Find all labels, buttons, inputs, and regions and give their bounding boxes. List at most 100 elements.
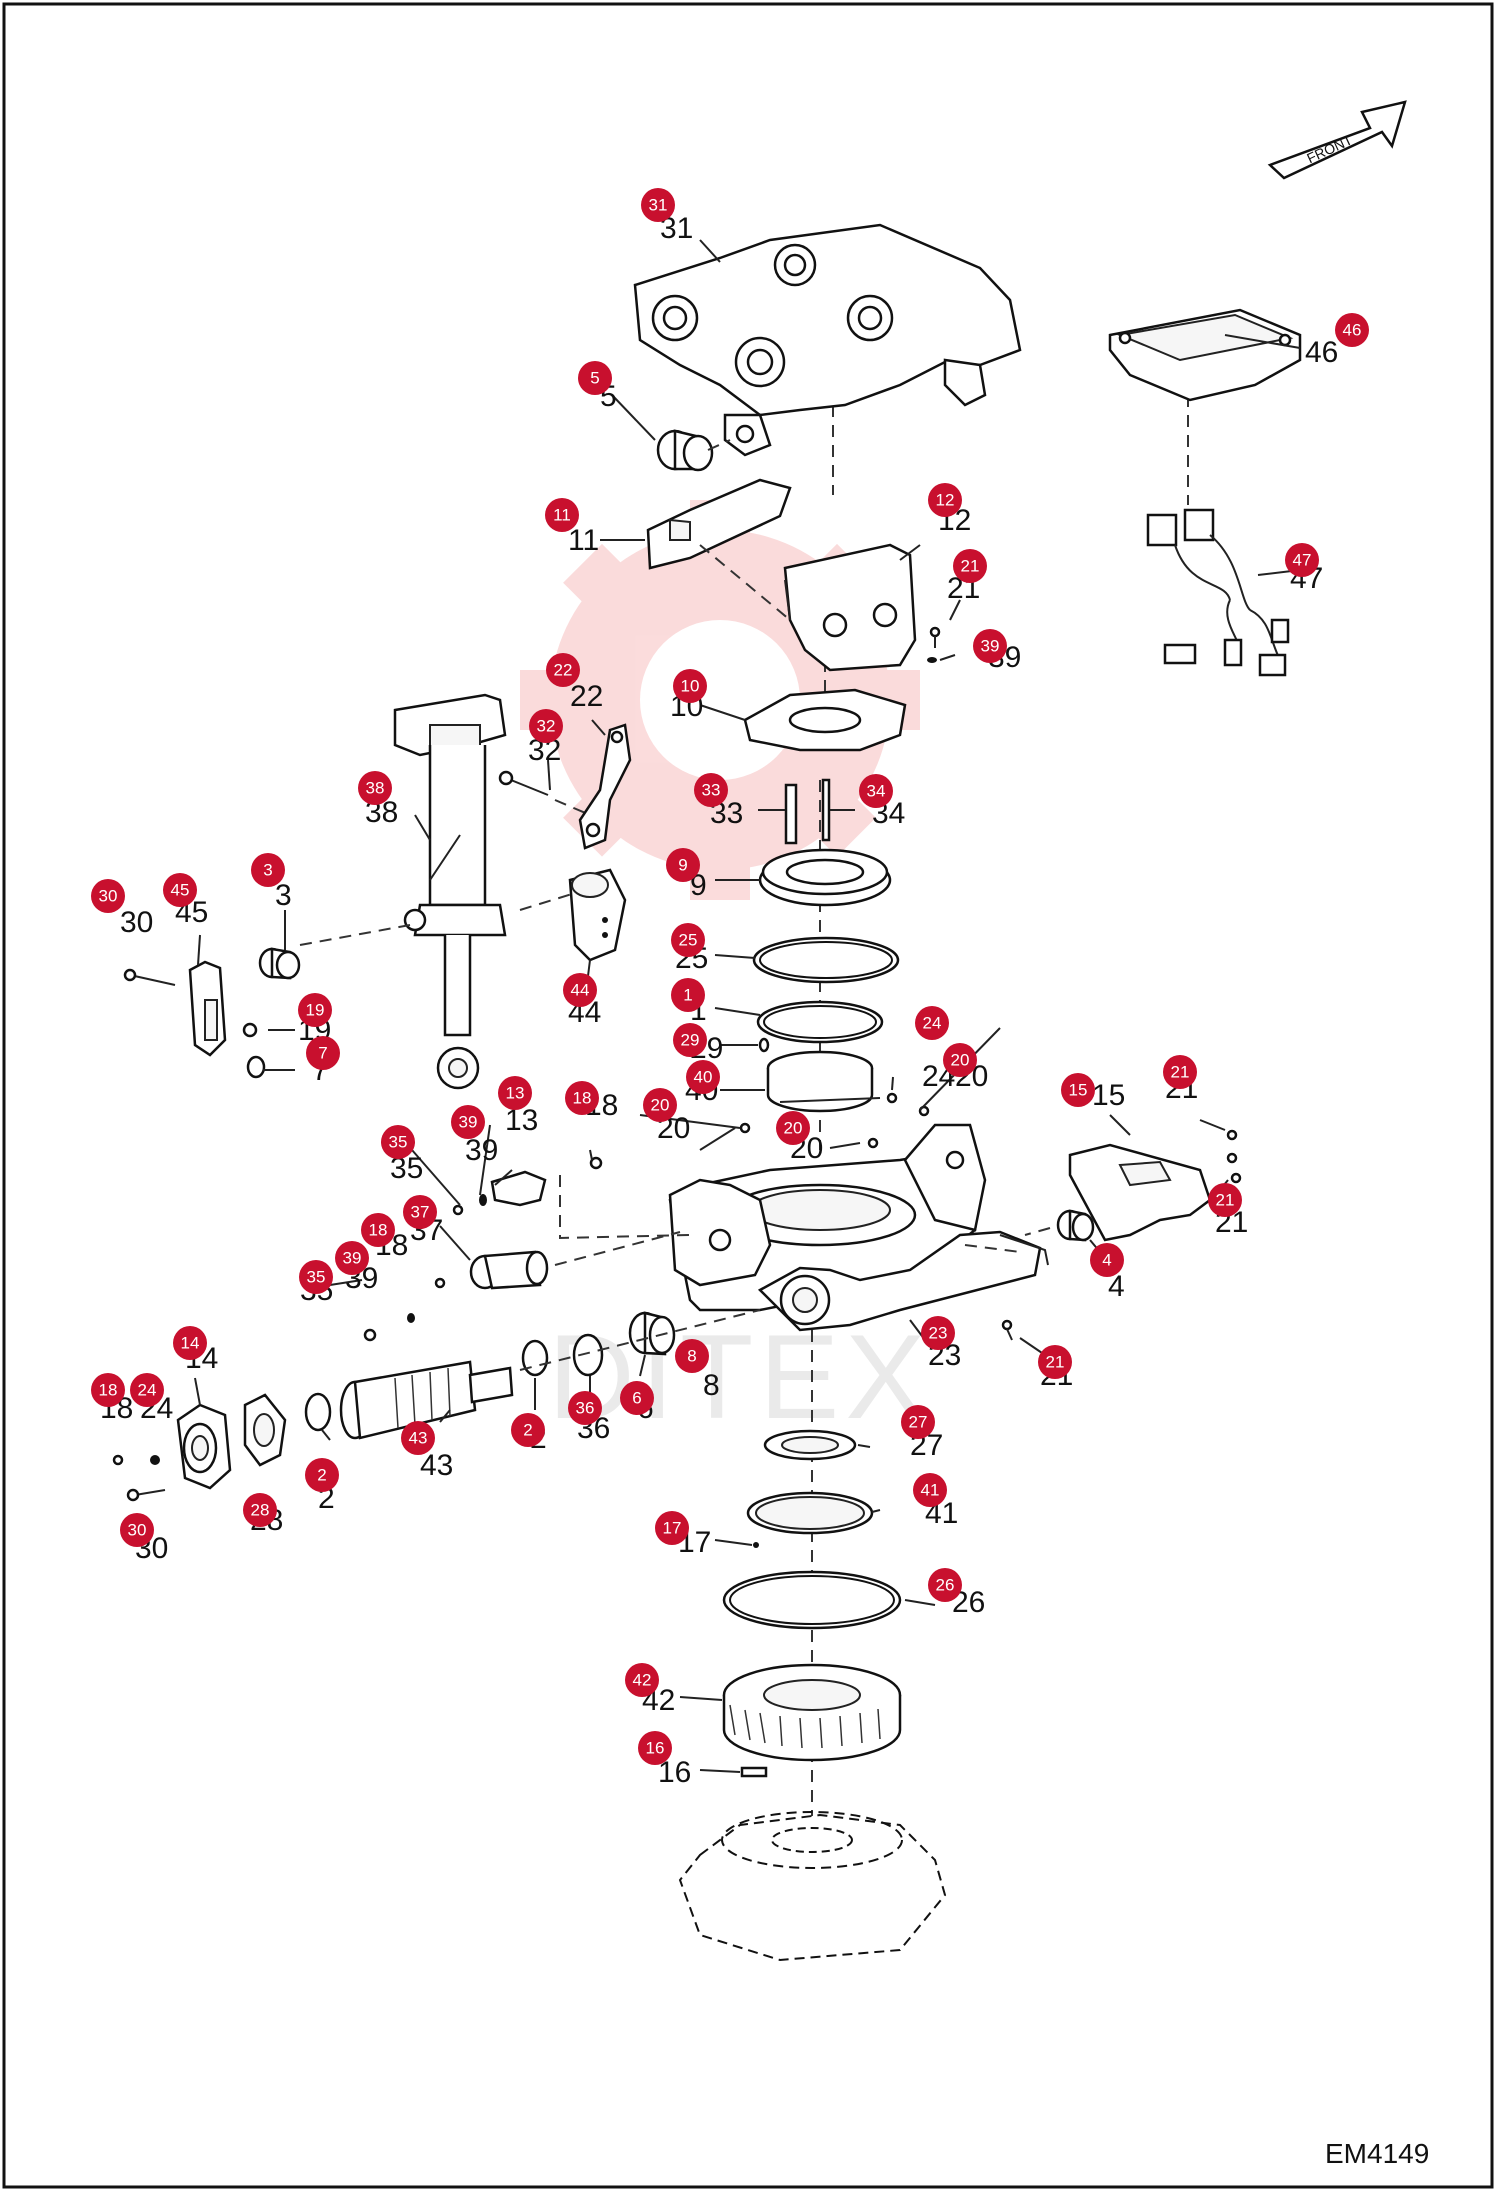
bubble-6: 6 <box>620 1381 654 1415</box>
bubble-9: 9 <box>666 848 700 882</box>
bubble-11: 11 <box>545 498 579 532</box>
svg-text:30: 30 <box>99 887 118 906</box>
svg-text:18: 18 <box>369 1221 388 1240</box>
bubble-20c: 20 <box>943 1043 977 1077</box>
bubble-22: 22 <box>546 653 580 687</box>
svg-text:21: 21 <box>961 557 980 576</box>
svg-text:43: 43 <box>409 1429 428 1448</box>
label-39b: 39 <box>465 1134 498 1167</box>
cover-plate-part-15 <box>1068 1143 1212 1242</box>
svg-text:19: 19 <box>306 1001 325 1020</box>
svg-text:39: 39 <box>459 1113 478 1132</box>
bubble-23: 23 <box>921 1316 955 1350</box>
ball-part-39 <box>479 1194 487 1206</box>
svg-text:9: 9 <box>678 856 687 875</box>
bubble-8: 8 <box>675 1339 709 1373</box>
bubble-10: 10 <box>673 669 707 703</box>
plate-part-11 <box>646 478 792 621</box>
bubble-25: 25 <box>671 923 705 957</box>
bubble-27: 27 <box>901 1405 935 1439</box>
plate-part-12 <box>783 543 917 672</box>
svg-text:5: 5 <box>590 369 599 388</box>
svg-text:20: 20 <box>951 1051 970 1070</box>
bolt-part-30 <box>123 968 176 986</box>
bubble-44: 44 <box>563 973 597 1007</box>
part-number-labels: 31 5 11 12 21 39 10 33 34 9 25 1 29 40 2… <box>100 212 1338 1789</box>
bubble-14: 14 <box>173 1326 207 1360</box>
harness-part-47 <box>1146 508 1290 677</box>
svg-text:39: 39 <box>981 637 1000 656</box>
svg-text:39: 39 <box>343 1249 362 1268</box>
bubble-20b: 20 <box>776 1111 810 1145</box>
svg-text:21: 21 <box>1171 1063 1190 1082</box>
control-box-part-46 <box>1108 308 1302 402</box>
front-arrow-icon: FRONT <box>1267 100 1407 180</box>
svg-text:3: 3 <box>263 861 272 880</box>
bolts-part-21-right <box>1226 1129 1242 1184</box>
bubble-13: 13 <box>498 1076 532 1110</box>
svg-text:47: 47 <box>1293 551 1312 570</box>
nut-part-19 <box>242 1022 258 1038</box>
bubble-30a: 30 <box>91 879 125 913</box>
front-label: FRONT <box>1304 131 1355 166</box>
svg-text:18: 18 <box>99 1381 118 1400</box>
svg-text:30: 30 <box>128 1521 147 1540</box>
label-43: 43 <box>420 1449 453 1482</box>
svg-text:7: 7 <box>318 1044 327 1063</box>
key-part-16 <box>740 1766 768 1778</box>
svg-text:45: 45 <box>171 881 190 900</box>
shaft-part-43 <box>339 1360 514 1440</box>
coupler-bracket <box>633 223 1022 457</box>
bubble-35b: 35 <box>299 1260 333 1294</box>
bubble-47: 47 <box>1285 543 1319 577</box>
label-8: 8 <box>703 1369 720 1402</box>
svg-text:17: 17 <box>663 1519 682 1538</box>
bubble-24a: 24 <box>915 1006 949 1040</box>
svg-text:12: 12 <box>936 491 955 510</box>
screw-part-35-upper <box>452 1204 464 1216</box>
washer-part-39 <box>927 657 937 663</box>
bubble-30b: 30 <box>120 1513 154 1547</box>
fittings-part-18-24 <box>112 1454 160 1466</box>
bubble-43: 43 <box>401 1421 435 1455</box>
bubble-17: 17 <box>655 1511 689 1545</box>
svg-text:6: 6 <box>632 1389 641 1408</box>
svg-text:35: 35 <box>307 1268 326 1287</box>
bubble-46: 46 <box>1335 313 1369 347</box>
svg-text:21: 21 <box>1216 1191 1235 1210</box>
svg-text:16: 16 <box>646 1739 665 1758</box>
bubble-39c: 39 <box>335 1241 369 1275</box>
bearing-part-9 <box>758 848 892 907</box>
figure-code: EM4149 <box>1325 2138 1429 2169</box>
gear-part-42 <box>722 1663 902 1762</box>
bubble-18a: 18 <box>565 1081 599 1115</box>
bolt-part-30-lower <box>126 1488 166 1502</box>
bubble-21c: 21 <box>1208 1183 1242 1217</box>
svg-text:35: 35 <box>389 1133 408 1152</box>
bolt-part-21 <box>929 626 941 648</box>
label-3: 3 <box>275 879 292 912</box>
bubble-12: 12 <box>928 483 962 517</box>
bubble-21b: 21 <box>1163 1055 1197 1089</box>
svg-text:37: 37 <box>411 1203 430 1222</box>
bubble-4: 4 <box>1090 1243 1124 1277</box>
block-part-45 <box>188 960 227 1057</box>
svg-text:28: 28 <box>251 1501 270 1520</box>
seal-part-26 <box>722 1570 902 1630</box>
svg-text:2: 2 <box>317 1466 326 1485</box>
svg-text:2: 2 <box>523 1421 532 1440</box>
label-15: 15 <box>1092 1079 1125 1112</box>
label-4: 4 <box>1108 1270 1125 1303</box>
svg-text:14: 14 <box>181 1334 200 1353</box>
ring-part-1 <box>756 1000 884 1044</box>
svg-text:8: 8 <box>687 1347 696 1366</box>
bushing-part-4 <box>1024 1209 1095 1242</box>
bubble-21d: 21 <box>1038 1345 1072 1379</box>
bubble-31: 31 <box>641 188 675 222</box>
cylinder-part-38 <box>393 693 507 1090</box>
bubble-39a: 39 <box>973 629 1007 663</box>
svg-text:44: 44 <box>571 981 590 1000</box>
svg-text:42: 42 <box>633 1671 652 1690</box>
